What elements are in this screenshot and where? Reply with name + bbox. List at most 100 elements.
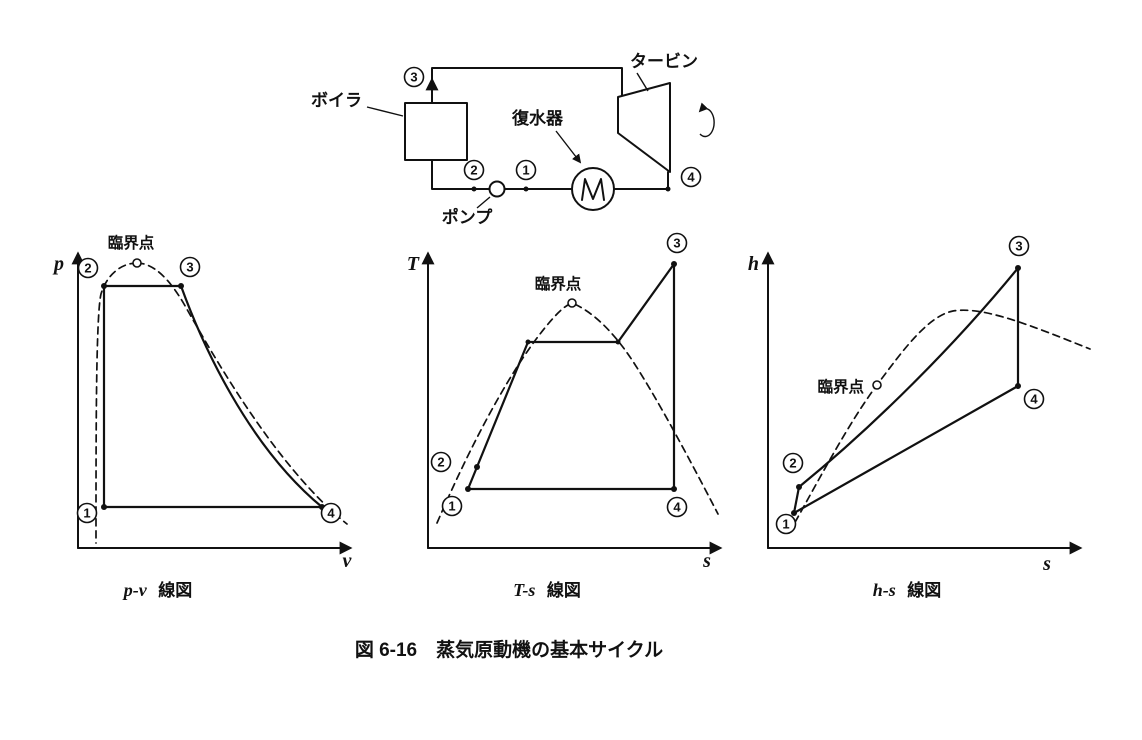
- pump-leader: [476, 196, 491, 209]
- schematic-state-point-1: 1: [515, 159, 537, 181]
- schematic-state-point-3: 3: [403, 66, 425, 88]
- state-circle: [1023, 388, 1045, 410]
- pump-circle: [488, 180, 506, 198]
- hs-state-point-4: 4: [1023, 388, 1045, 410]
- pump-label: ポンプ: [442, 207, 493, 227]
- state-circle: [680, 166, 702, 188]
- condenser-circle: [571, 167, 615, 211]
- boiler-box: [404, 102, 468, 161]
- pv-state-point-4: 4: [320, 502, 342, 524]
- state-number: 2: [437, 455, 444, 470]
- state-number: 1: [448, 499, 455, 514]
- ts-title: T-s 線図: [513, 580, 581, 600]
- pipe-turbine-to-condenser: [613, 171, 669, 190]
- state-number: 3: [1015, 239, 1022, 254]
- hs-y-axis-label: h: [748, 253, 759, 275]
- state-circle: [320, 502, 342, 524]
- steam-pipe-boiler-to-turbine: [431, 67, 623, 104]
- state-circle: [666, 232, 688, 254]
- hs-dot-1: [791, 510, 797, 516]
- hs-dot-2: [796, 484, 802, 490]
- junction-dot-2: [471, 186, 477, 192]
- ts-cycle-path: [466, 262, 676, 491]
- state-circle: [666, 496, 688, 518]
- state-number: 4: [1030, 392, 1038, 407]
- hs-title: h-s 線図: [873, 580, 941, 600]
- rotation-arrow-icon: [698, 102, 715, 138]
- ts-x-axis-label: s: [702, 550, 711, 572]
- state-circle: [782, 452, 804, 474]
- hs-cycle-path: [792, 266, 1020, 515]
- turbine-leader: [636, 72, 649, 92]
- hs-critical-point: [872, 380, 882, 390]
- condenser-coil: [581, 178, 605, 201]
- state-circle: [1008, 235, 1030, 257]
- ts-critical-point: [567, 298, 577, 308]
- hs-dot-4: [1015, 383, 1021, 389]
- hs-diagram: h s 臨界点 2 1 3 4 h-s 線図: [748, 235, 1091, 600]
- junction-dot-1: [523, 186, 529, 192]
- hs-x-axis-label: s: [1042, 553, 1051, 575]
- hs-title-suffix: 線図: [907, 580, 941, 600]
- ts-saturation-dome: [436, 302, 719, 524]
- pipe-pump-to-boiler: [431, 159, 490, 190]
- pv-diagram: p v 臨界点 2 3 1 4 p-v 線図: [52, 233, 353, 600]
- hs-title-symbols: h-s: [873, 580, 896, 600]
- pv-dot-2: [101, 283, 107, 289]
- ts-title-symbols: T-s: [513, 580, 535, 600]
- state-number: 1: [782, 517, 789, 532]
- schematic-state-point-2: 2: [463, 159, 485, 181]
- state-number: 4: [327, 506, 335, 521]
- hs-saturation-curve: [788, 309, 1091, 534]
- state-circle: [179, 256, 201, 278]
- state-number: 1: [522, 163, 529, 178]
- state-circle: [463, 159, 485, 181]
- ts-title-suffix: 線図: [547, 580, 581, 600]
- state-circle: [775, 513, 797, 535]
- ts-dot-knee-right: [615, 339, 621, 345]
- state-circle: [515, 159, 537, 181]
- ts-dot-knee-left: [525, 339, 531, 345]
- state-number: 3: [186, 260, 193, 275]
- state-circle: [76, 502, 98, 524]
- ts-diagram: T s 臨界点 2 1 3 4 T-s 線図: [407, 232, 723, 600]
- pv-critical-label: 臨界点: [108, 233, 155, 252]
- boiler-leader: [366, 106, 404, 117]
- junction-dot-4: [665, 186, 671, 192]
- ts-dot-1: [465, 486, 471, 492]
- figure-caption: 図 6-16 蒸気原動機の基本サイクル: [355, 638, 663, 661]
- state-circle: [403, 66, 425, 88]
- pv-title-symbols: p-v: [122, 580, 148, 600]
- pv-dot-1: [101, 504, 107, 510]
- hs-state-point-2: 2: [782, 452, 804, 474]
- state-number: 3: [410, 70, 417, 85]
- ts-state-point-1: 1: [441, 495, 463, 517]
- ts-state-point-4: 4: [666, 496, 688, 518]
- pv-cycle-path: [102, 284, 324, 509]
- state-number: 3: [673, 236, 680, 251]
- state-number: 2: [470, 163, 477, 178]
- boiler-label: ボイラ: [311, 91, 362, 110]
- ts-dot-3: [671, 261, 677, 267]
- ts-y-axis-label: T: [407, 253, 420, 275]
- steam-cycle-schematic: ボイラ タービン 復水器 ポンプ 3 2 1: [311, 52, 715, 227]
- pv-state-point-3: 3: [179, 256, 201, 278]
- pv-state-point-2: 2: [77, 257, 99, 279]
- ts-critical-label: 臨界点: [535, 274, 582, 293]
- state-number: 4: [687, 170, 695, 185]
- pv-x-axis-label: v: [343, 550, 353, 572]
- pv-state-point-1: 1: [76, 502, 98, 524]
- hs-critical-label: 臨界点: [817, 377, 864, 396]
- pv-saturation-curve-right: [136, 262, 348, 525]
- state-number: 4: [673, 500, 681, 515]
- pv-title-suffix: 線図: [158, 580, 192, 600]
- condenser-arrow: [555, 130, 582, 164]
- state-circle: [77, 257, 99, 279]
- pv-y-axis-label: p: [52, 253, 64, 275]
- schematic-state-point-4: 4: [680, 166, 702, 188]
- state-number: 1: [83, 506, 90, 521]
- turbine-shape: [617, 82, 671, 173]
- pv-dot-3: [178, 283, 184, 289]
